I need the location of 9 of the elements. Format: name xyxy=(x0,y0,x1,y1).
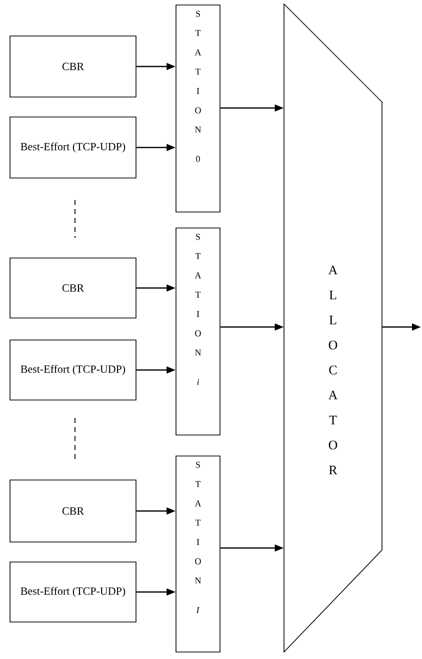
source-box: Best-Effort (TCP-UDP) xyxy=(10,340,136,400)
station-box: S T A T I O N i xyxy=(176,228,220,436)
source-box: CBR xyxy=(10,36,136,98)
source-box: Best-Effort (TCP-UDP) xyxy=(10,116,136,178)
station-box: S T A T I O N I xyxy=(176,456,220,652)
station-box: S T A T I O N 0 xyxy=(176,4,220,212)
source-box: Best-Effort (TCP-UDP) xyxy=(10,562,136,622)
source-box: CBR xyxy=(10,258,136,318)
source-box: CBR xyxy=(10,480,136,542)
